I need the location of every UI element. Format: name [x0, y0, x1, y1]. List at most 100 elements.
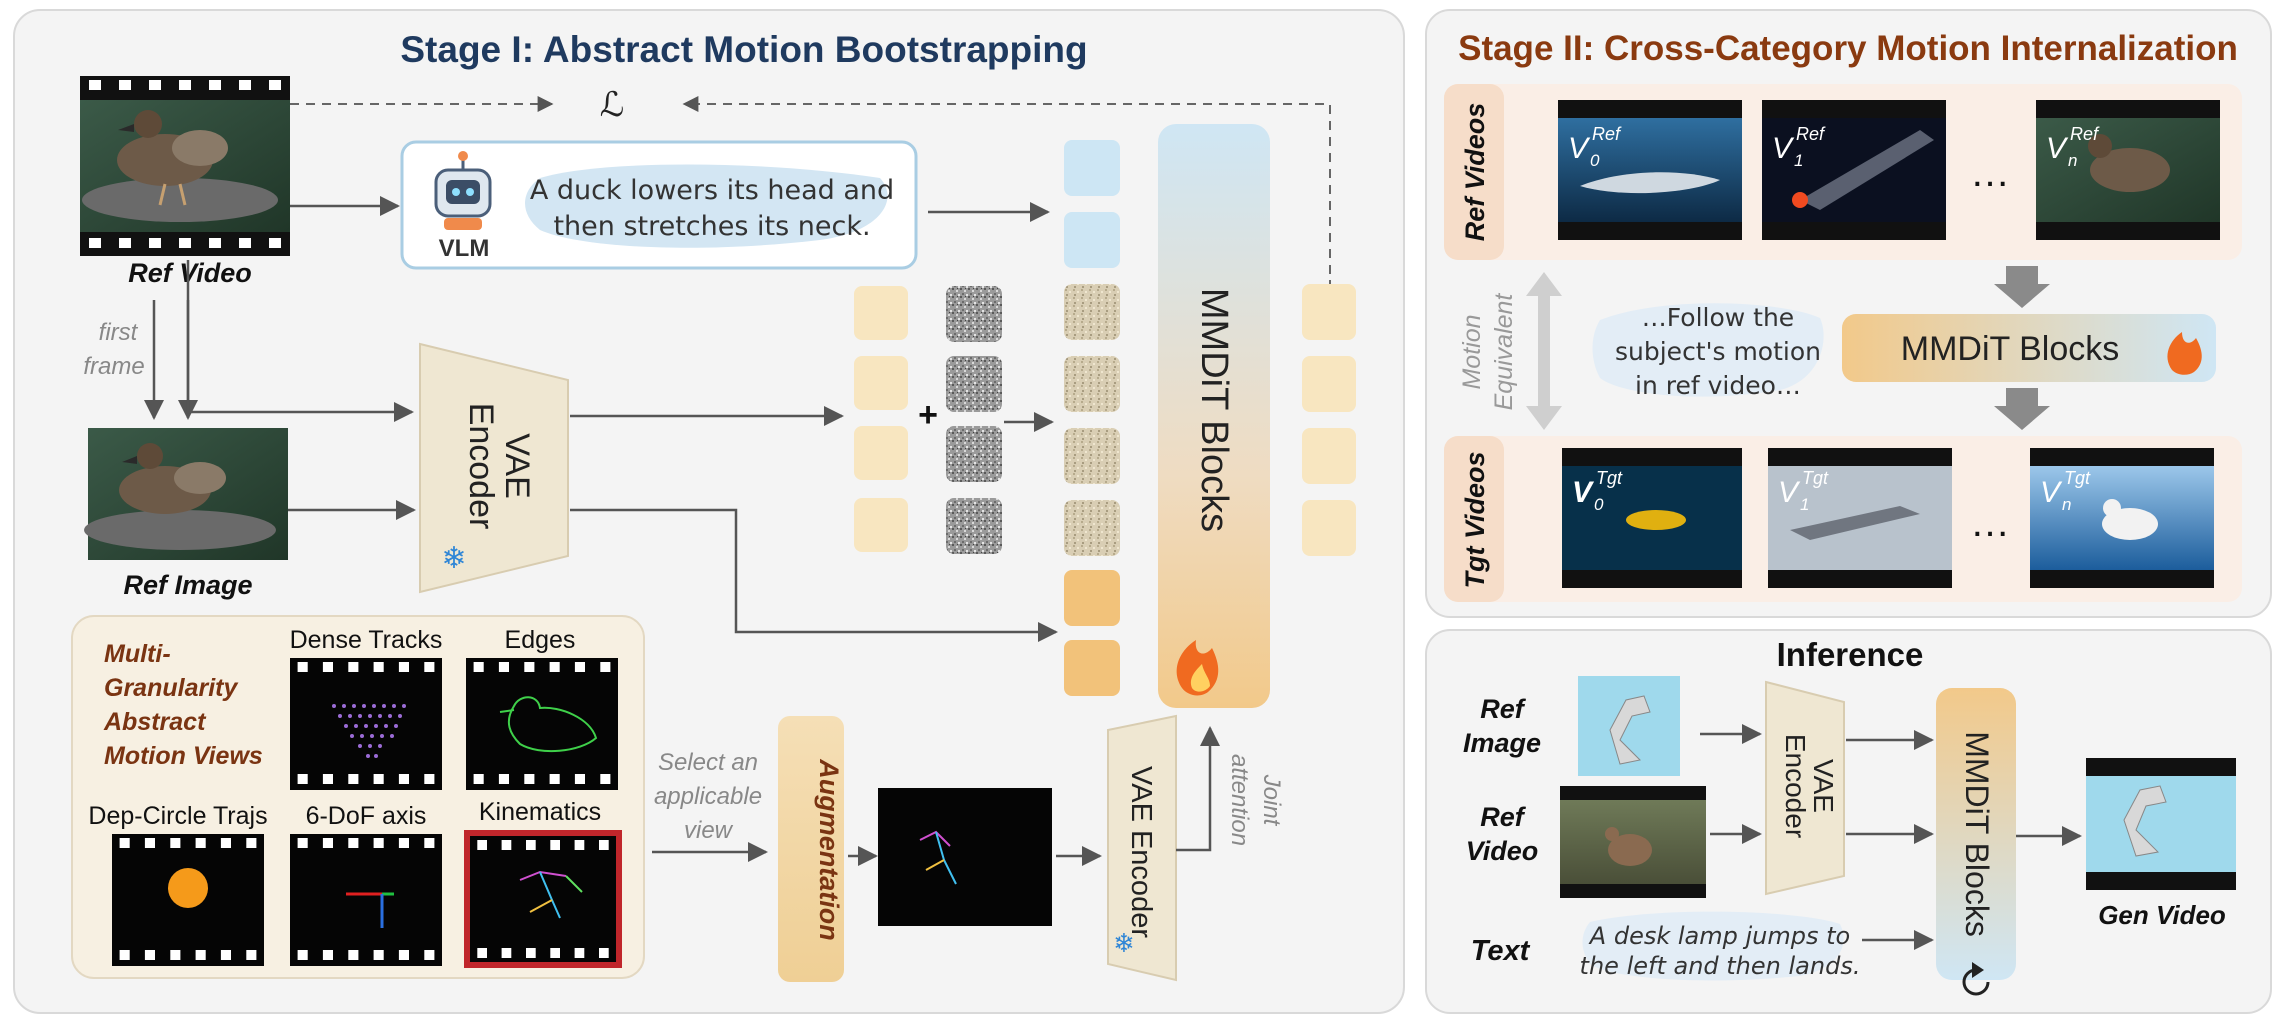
- down-arrow-1: [1994, 266, 2050, 308]
- sprocket-hole: [574, 948, 585, 958]
- svg-text:0: 0: [1594, 495, 1604, 514]
- svg-text:n: n: [2062, 495, 2071, 514]
- ref-image-label: Ref Image: [123, 570, 252, 600]
- gen-video-label: Gen Video: [2098, 900, 2226, 930]
- caption-line-1: A duck lowers its head and: [530, 175, 894, 206]
- svg-text:Tgt: Tgt: [1802, 468, 1829, 488]
- inf-mmdit-blocks: [1936, 688, 2016, 980]
- sprocket-hole: [149, 238, 161, 248]
- refresh-icon: [1962, 962, 1990, 996]
- svg-text:0: 0: [1590, 151, 1600, 170]
- view-label-kinematics: Kinematics: [479, 798, 601, 826]
- prompt-line-1: A desk lamp jumps to: [1588, 922, 1850, 950]
- follow-line-3: in ref video…: [1635, 371, 1801, 400]
- sprocket-hole: [574, 662, 585, 672]
- sprocket-hole: [524, 774, 535, 784]
- sprocket-hole: [498, 662, 509, 672]
- svg-text:Tgt: Tgt: [1596, 468, 1623, 488]
- sprocket-hole: [119, 238, 131, 248]
- view-label-6dof: 6-DoF axis: [306, 802, 427, 830]
- inf-text-label: Text: [1471, 935, 1531, 967]
- sprocket-hole: [501, 948, 512, 958]
- motion-line-1: Motion: [1458, 314, 1486, 389]
- sprocket-hole: [473, 662, 484, 672]
- sprocket-hole: [209, 80, 221, 90]
- joint-line-1: Joint: [1258, 774, 1285, 827]
- view-label-edges: Edges: [505, 626, 576, 654]
- mmdit-blocks-1: [1158, 124, 1270, 708]
- sprocket-hole: [600, 662, 611, 672]
- sprocket-hole: [144, 838, 155, 848]
- tgt-videos-label: Tgt Videos: [1460, 451, 1490, 588]
- sprocket-hole: [149, 80, 161, 90]
- sprocket-hole: [322, 838, 333, 848]
- tgt-video-1-label: V 1 Tgt: [1778, 468, 1829, 514]
- inf-ref-video-line-1: Ref: [1480, 802, 1527, 832]
- sprocket-hole: [89, 80, 101, 90]
- vae-encoder-2-label: VAE Encoder: [1125, 766, 1157, 938]
- sprocket-hole: [246, 950, 257, 960]
- stage1-title: Stage I: Abstract Motion Bootstrapping: [400, 29, 1087, 70]
- sprocket-hole: [119, 80, 131, 90]
- views-title-line-4: Motion Views: [104, 742, 263, 770]
- fire-icon: [1176, 640, 1219, 696]
- views-title-line-2: Granularity: [104, 674, 238, 702]
- sprocket-hole: [477, 840, 487, 850]
- sprocket-hole: [373, 838, 384, 848]
- view-label-dep-circle: Dep-Circle Trajs: [88, 802, 267, 830]
- loss-lines: [290, 96, 1331, 290]
- sprocket-hole: [550, 948, 560, 958]
- vae-encoder-1-line1: VAE: [498, 433, 536, 499]
- svg-text:1: 1: [1794, 151, 1803, 170]
- svg-text:n: n: [2068, 151, 2077, 170]
- kinematics-frame: [464, 830, 622, 968]
- sprocket-hole: [269, 80, 281, 90]
- ref-video-1-label: V 1 Ref: [1772, 124, 1826, 170]
- first-frame-line-1: first: [99, 319, 139, 346]
- inf-mmdit-label: MMDiT Blocks: [1959, 731, 1995, 937]
- svg-text:Ref: Ref: [1592, 124, 1622, 144]
- prompt-line-2: the left and then lands.: [1580, 952, 1861, 980]
- ref-video-1: [1762, 100, 1946, 240]
- inf-ref-image-line-1: Ref: [1480, 694, 1527, 724]
- sprocket-hole: [220, 838, 231, 848]
- inf-vae-line-2: Encoder: [1780, 734, 1811, 838]
- sprocket-hole: [322, 950, 333, 960]
- ref-video-n-label: V n Ref: [2046, 124, 2100, 170]
- sprocket-hole: [398, 838, 409, 848]
- sprocket-hole: [498, 774, 509, 784]
- views-title-line-1: Multi-: [104, 640, 171, 668]
- sprocket-hole: [119, 950, 130, 960]
- sprocket-hole: [501, 840, 512, 850]
- mmdit-blocks-2: [1842, 314, 2216, 382]
- sprocket-hole: [209, 238, 221, 248]
- snowflake-icon-2: ❄: [1113, 929, 1135, 959]
- sprocket-hole: [297, 774, 308, 784]
- token-column-input: [1064, 140, 1120, 696]
- inference-title: Inference: [1777, 636, 1924, 673]
- view-label-dense-tracks: Dense Tracks: [290, 626, 443, 654]
- inf-ref-video-line-2: Video: [1466, 836, 1539, 866]
- loss-symbol: ℒ: [600, 85, 625, 125]
- ref-videos-label: Ref Videos: [1460, 103, 1490, 242]
- tgt-video-0-label: V 0 Tgt: [1572, 468, 1623, 514]
- sprocket-hole: [600, 774, 611, 784]
- svg-text:Ref: Ref: [1796, 124, 1826, 144]
- sprocket-hole: [195, 950, 206, 960]
- edges-frame: [466, 658, 618, 790]
- sprocket-hole: [348, 950, 359, 960]
- svg-text:V: V: [1568, 132, 1591, 165]
- tgt-video-n-label: V n Tgt: [2040, 468, 2091, 514]
- prompt-brush: [1582, 911, 1844, 981]
- inf-vae-line-1: VAE: [1808, 759, 1839, 813]
- token-column-output: [1302, 284, 1356, 556]
- sprocket-hole: [373, 950, 384, 960]
- sprocket-hole: [424, 950, 435, 960]
- select-line-3: view: [684, 817, 734, 844]
- sprocket-hole: [89, 238, 101, 248]
- vae-encoder-1: [419, 342, 569, 594]
- sprocket-hole: [550, 840, 560, 850]
- sprocket-hole: [424, 838, 435, 848]
- snowflake-icon: ❄: [441, 541, 466, 576]
